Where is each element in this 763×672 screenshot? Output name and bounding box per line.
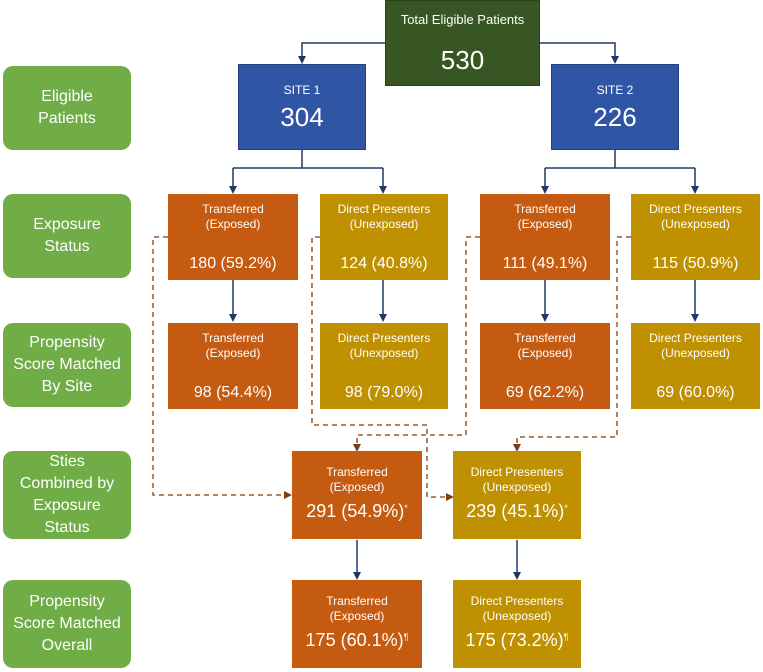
overall-transferred: Transferred (Exposed) 175 (60.1%)¶: [292, 580, 422, 668]
arrow-site1-branch: [233, 150, 383, 169]
site2-value: 226: [593, 102, 637, 132]
site1-title: SITE 1: [283, 83, 321, 97]
overall-transferred-title: Transferred (Exposed): [326, 594, 388, 623]
exposure-s1-direct: Direct Presenters (Unexposed) 124 (40.8%…: [320, 194, 448, 280]
psm-s1-direct: Direct Presenters (Unexposed) 98 (79.0%): [320, 323, 448, 409]
overall-direct: Direct Presenters (Unexposed) 175 (73.2%…: [453, 580, 581, 668]
overall-transferred-mark: ¶: [403, 632, 409, 642]
row-label-combined-text: Sties Combined by Exposure Status: [19, 453, 115, 536]
overall-transferred-line: 175 (60.1%)¶: [292, 630, 422, 651]
dashed-s2d-to-combined: [513, 236, 631, 452]
arrow-site2-branch: [545, 150, 695, 169]
arrow-total-to-site2: [540, 42, 619, 64]
total-value: 530: [440, 45, 485, 75]
psm-s2-transferred: Transferred (Exposed) 69 (62.2%): [480, 323, 610, 409]
site1-value: 304: [280, 102, 324, 132]
row-label-psm-overall-text: Propensity Score Matched Overall: [13, 593, 121, 654]
row-label-combined: Sties Combined by Exposure Status: [3, 451, 131, 539]
combined-direct: Direct Presenters (Unexposed) 239 (45.1%…: [453, 451, 581, 539]
overall-direct-mark: ¶: [563, 632, 569, 642]
exposure-s2-transferred-value: 111 (49.1%): [502, 255, 588, 272]
total-box: Total Eligible Patients 530: [385, 0, 540, 86]
combined-transferred-value: 291 (54.9%): [306, 501, 405, 521]
psm-s2-direct-value: 69 (60.0%): [656, 384, 735, 401]
psm-s2-direct-title: Direct Presenters (Unexposed): [649, 331, 742, 360]
row-label-psm-overall: Propensity Score Matched Overall: [3, 580, 131, 668]
site2-box: SITE 2 226: [551, 64, 679, 150]
exposure-s2-direct: Direct Presenters (Unexposed) 115 (50.9%…: [631, 194, 760, 280]
overall-transferred-value: 175 (60.1%): [305, 630, 404, 650]
row-label-exposure-text: Exposure Status: [33, 216, 101, 255]
combined-direct-title: Direct Presenters (Unexposed): [470, 465, 564, 494]
total-title: Total Eligible Patients: [400, 12, 525, 27]
row-label-psm-site: Propensity Score Matched By Site: [3, 323, 131, 407]
psm-s2-transferred-title: Transferred (Exposed): [514, 331, 576, 360]
combined-direct-line: 239 (45.1%)*: [453, 501, 581, 522]
row-label-exposure: Exposure Status: [3, 194, 131, 278]
dashed-s1d-to-combined: [311, 236, 454, 501]
combined-transferred-title: Transferred (Exposed): [326, 465, 388, 494]
exposure-s2-direct-value: 115 (50.9%): [652, 255, 739, 272]
overall-direct-title: Direct Presenters (Unexposed): [470, 594, 564, 623]
arrow-total-to-site1: [298, 42, 385, 64]
exposure-s2-direct-title: Direct Presenters (Unexposed): [649, 202, 742, 231]
site2-title: SITE 2: [596, 83, 634, 97]
row-label-eligible-text: Eligible Patients: [38, 88, 96, 127]
psm-s1-transferred: Transferred (Exposed) 98 (54.4%): [168, 323, 298, 409]
psm-s1-transferred-title: Transferred (Exposed): [202, 331, 264, 360]
row-label-psm-site-text: Propensity Score Matched By Site: [13, 334, 121, 395]
exposure-s2-transferred: Transferred (Exposed) 111 (49.1%): [480, 194, 610, 280]
exposure-s1-transferred: Transferred (Exposed) 180 (59.2%): [168, 194, 298, 280]
combined-transferred: Transferred (Exposed) 291 (54.9%)*: [292, 451, 422, 539]
exposure-s2-transferred-title: Transferred (Exposed): [514, 202, 576, 231]
dashed-s2t-to-combined: [353, 236, 480, 452]
psm-s1-transferred-value: 98 (54.4%): [193, 384, 273, 401]
exposure-s1-transferred-title: Transferred (Exposed): [202, 202, 264, 231]
psm-s2-direct: Direct Presenters (Unexposed) 69 (60.0%): [631, 323, 760, 409]
combined-transferred-line: 291 (54.9%)*: [292, 501, 422, 522]
psm-s2-transferred-value: 69 (62.2%): [505, 384, 585, 401]
combined-direct-value: 239 (45.1%): [466, 501, 565, 521]
psm-s1-direct-title: Direct Presenters (Unexposed): [337, 331, 431, 360]
psm-s1-direct-value: 98 (79.0%): [344, 384, 424, 401]
combined-transferred-mark: *: [404, 503, 408, 513]
exposure-s1-direct-value: 124 (40.8%): [340, 255, 428, 272]
overall-direct-line: 175 (73.2%)¶: [453, 630, 581, 651]
dashed-s1t-to-combined: [152, 236, 292, 499]
combined-direct-mark: *: [564, 503, 568, 513]
site1-box: SITE 1 304: [238, 64, 366, 150]
row-label-eligible: Eligible Patients: [3, 66, 131, 150]
exposure-s1-direct-title: Direct Presenters (Unexposed): [337, 202, 431, 231]
exposure-s1-transferred-value: 180 (59.2%): [189, 255, 277, 272]
overall-direct-value: 175 (73.2%): [465, 630, 564, 650]
